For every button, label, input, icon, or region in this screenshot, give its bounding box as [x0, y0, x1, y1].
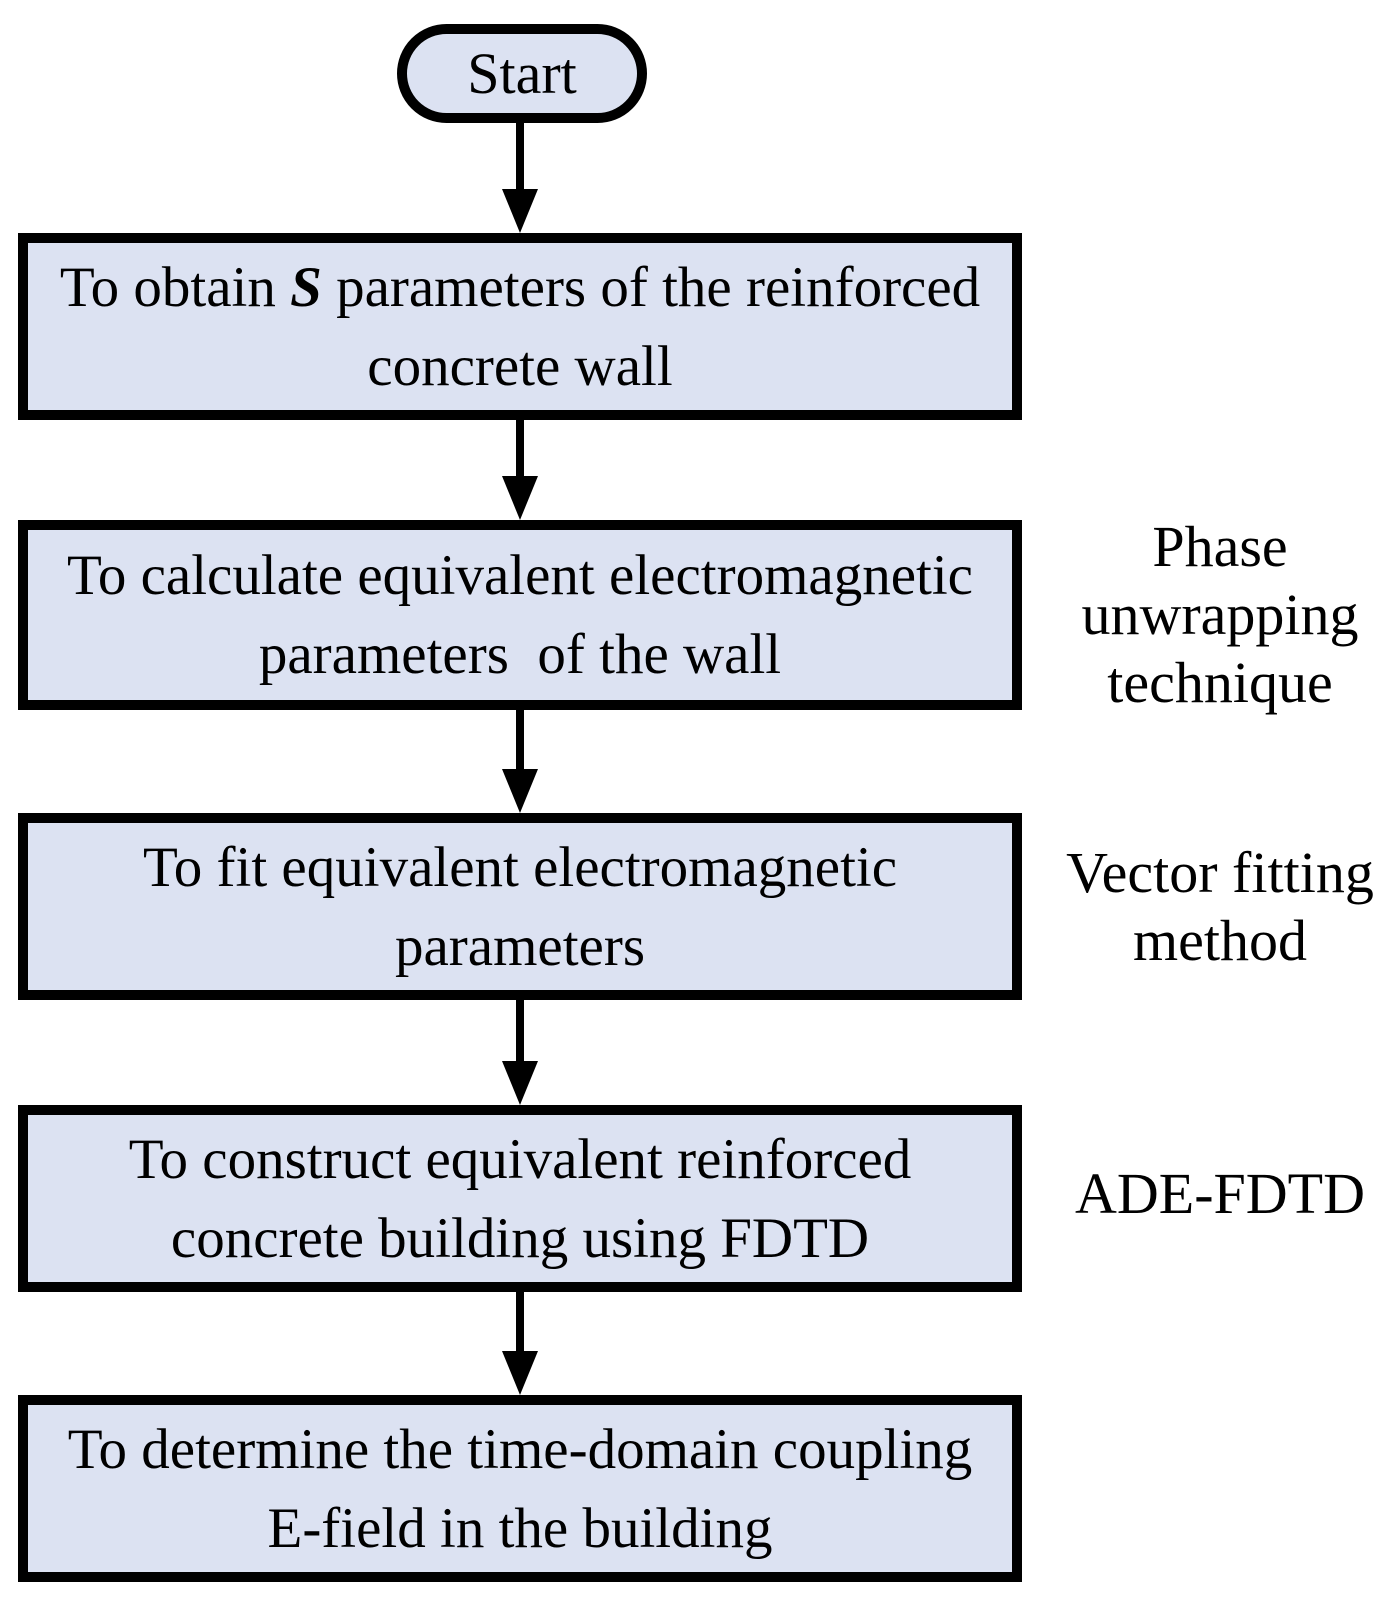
- arrow-shaft: [516, 1292, 524, 1351]
- step-3-line-1: To fit equivalent electromagnetic: [142, 835, 898, 899]
- arrow-head: [502, 476, 538, 520]
- arrow-shaft: [516, 1000, 524, 1061]
- step-4-construct-equivalent-building: To construct equivalent reinforced concr…: [18, 1105, 1022, 1292]
- step-1-obtain-s-parameters: To obtain S parameters of the reinforced…: [18, 233, 1022, 420]
- step-1-line-1: To obtain S parameters of the reinforced: [60, 248, 980, 327]
- flow-arrow-3: [502, 710, 538, 813]
- arrow-head: [502, 189, 538, 233]
- step-5-line-2: E-field in the building: [267, 1496, 773, 1560]
- start-label: Start: [467, 40, 577, 106]
- arrow-head: [502, 1061, 538, 1105]
- step-1-line-2: concrete wall: [367, 334, 673, 398]
- arrow-shaft: [516, 123, 524, 189]
- step-5-line-1: To determine the time-domain coupling: [67, 1417, 973, 1481]
- start-node: Start: [397, 24, 647, 123]
- annotation-phase-unwrapping: Phase unwrapping technique: [1081, 514, 1359, 715]
- annotation-vector-fitting: Vector fitting method: [1066, 840, 1374, 973]
- arrow-head: [502, 769, 538, 813]
- flow-arrow-5: [502, 1292, 538, 1395]
- step-4-line-1: To construct equivalent reinforced: [128, 1127, 912, 1191]
- flow-arrow-1: [502, 123, 538, 233]
- step-1-text-suffix: parameters of the reinforced: [321, 255, 981, 319]
- arrow-shaft: [516, 420, 524, 476]
- flow-arrow-4: [502, 1000, 538, 1105]
- step-5-determine-coupling-efield: To determine the time-domain coupling E-…: [18, 1395, 1022, 1582]
- flow-arrow-2: [502, 420, 538, 520]
- step-1-text-prefix: To obtain: [59, 255, 291, 319]
- step-3-fit-equivalent-parameters: To fit equivalent electromagnetic parame…: [18, 813, 1022, 1000]
- step-4-line-2: concrete building using FDTD: [170, 1206, 870, 1270]
- arrow-head: [502, 1351, 538, 1395]
- annotation-ade-fdtd: ADE-FDTD: [1075, 1161, 1365, 1226]
- step-2-line-1: To calculate equivalent electromagnetic: [67, 544, 973, 607]
- s-parameter-symbol: S: [290, 255, 322, 319]
- arrow-shaft: [516, 710, 524, 769]
- step-3-line-2: parameters: [394, 914, 645, 978]
- step-2-line-2: parameters of the wall: [258, 623, 782, 686]
- step-2-calculate-equivalent-parameters: To calculate equivalent electromagnetic …: [18, 520, 1022, 710]
